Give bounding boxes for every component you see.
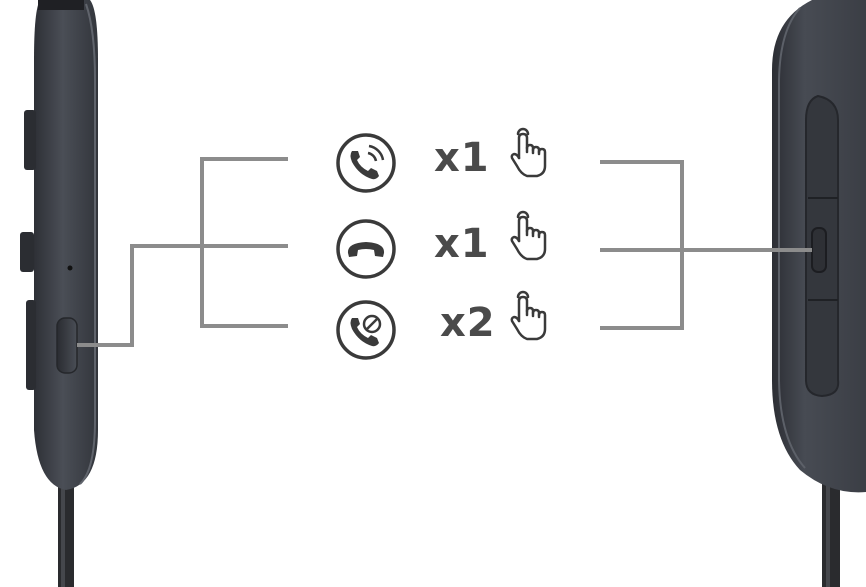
left-earbud-control — [20, 0, 98, 587]
finger-press-icon — [510, 127, 547, 178]
right-cable — [822, 480, 840, 587]
reject-call-icon — [336, 300, 396, 360]
left-device-link-line — [77, 244, 202, 347]
press-count-label: x1 — [434, 221, 490, 267]
left-device-body — [34, 0, 98, 490]
incoming-call-icon — [336, 133, 396, 193]
press-count-label: x1 — [434, 135, 490, 181]
microphone-hole — [67, 265, 73, 271]
connector-lines — [77, 157, 812, 347]
left-top-cap — [38, 0, 84, 10]
right-bracket-line — [600, 160, 684, 330]
volume-up-button — [24, 110, 36, 170]
left-multifunction-button — [56, 317, 78, 374]
right-earbud-control — [772, 0, 866, 587]
right-multifunction-button — [811, 227, 827, 273]
hang-up-icon — [336, 219, 396, 279]
press-count-label: x2 — [440, 300, 496, 346]
finger-press-icon — [510, 210, 547, 261]
finger-press-icon — [510, 290, 547, 341]
left-bracket-line — [200, 157, 288, 328]
volume-down-button — [20, 232, 34, 272]
